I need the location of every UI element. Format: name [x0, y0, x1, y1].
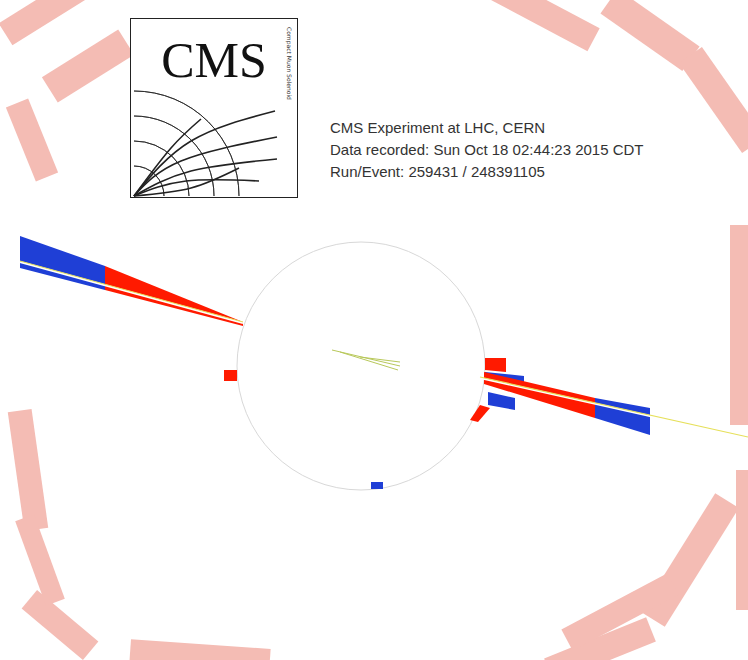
muon-chamber — [6, 98, 58, 181]
logo-text: CMS — [131, 35, 297, 85]
muon-chamber — [15, 514, 65, 605]
logo-arc — [134, 141, 189, 196]
logo-curve — [134, 168, 239, 196]
hcal-tower — [595, 398, 650, 435]
inner-tracks — [332, 350, 400, 370]
tracker-boundary — [237, 242, 485, 490]
muon-chamber — [641, 493, 739, 627]
ecal-tower — [485, 358, 506, 372]
track — [480, 378, 748, 438]
track — [20, 262, 243, 323]
logo-curve — [134, 159, 277, 196]
info-text: Data recorded: Sun Oct 18 02:44:23 2015 … — [328, 140, 646, 160]
logo-arc — [134, 166, 164, 196]
track — [360, 357, 400, 362]
muon-chamber — [0, 0, 89, 45]
hcal-tower — [488, 392, 515, 410]
muon-chamber — [129, 639, 270, 660]
logo-box: CMSCompact Muon Solenoid — [130, 18, 298, 198]
muon-chamber — [8, 409, 48, 531]
muon-chamber — [490, 0, 599, 51]
logo-arc — [134, 116, 214, 196]
muon-chamber — [736, 470, 748, 610]
logo-subtitle: Compact Muon Solenoid — [286, 27, 293, 100]
ecal-hit — [224, 370, 237, 381]
info-text: CMS Experiment at LHC, CERN — [328, 118, 547, 138]
hcal-hit — [371, 482, 383, 489]
muon-chamber — [730, 225, 748, 425]
ecal-tower — [484, 372, 595, 418]
track — [20, 261, 243, 322]
jet-right — [470, 358, 748, 438]
logo-arc — [134, 91, 239, 196]
muon-chamber — [561, 573, 678, 651]
muon-chamber — [679, 47, 748, 153]
muon-chamber — [42, 29, 134, 102]
ecal-tower — [470, 405, 490, 422]
info-text: Run/Event: 259431 / 248391105 — [328, 162, 547, 182]
jet-left — [20, 236, 243, 326]
track — [480, 377, 748, 437]
